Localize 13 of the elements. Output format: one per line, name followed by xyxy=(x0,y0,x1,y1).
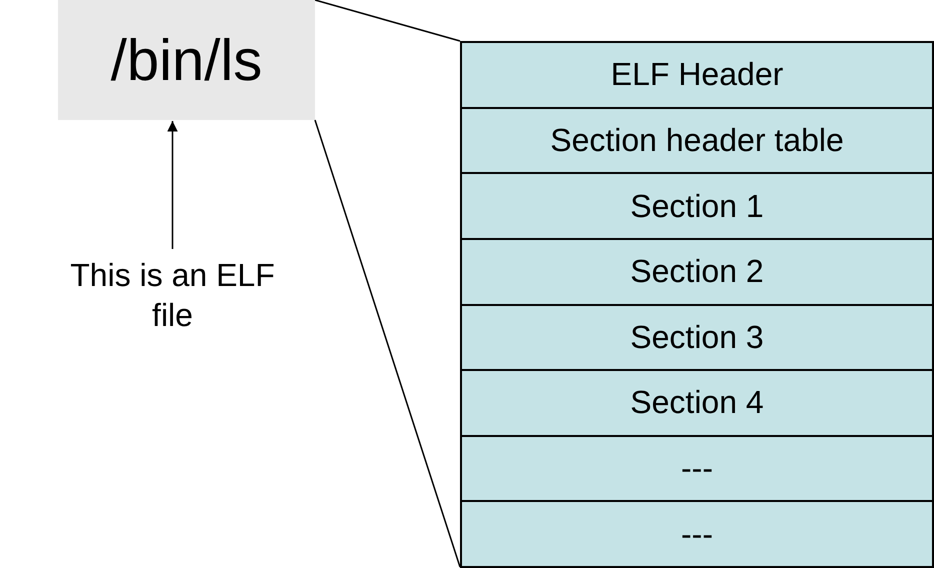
table-row: ELF Header xyxy=(461,42,933,108)
arrow xyxy=(167,121,178,249)
table-row: Section header table xyxy=(461,108,933,174)
table-row: Section 3 xyxy=(461,304,933,370)
table-row: --- xyxy=(461,436,933,502)
annotation-text: This is an ELF file xyxy=(60,255,285,335)
elf-layout-table xyxy=(460,41,934,568)
table-row: Section 2 xyxy=(461,238,933,304)
file-path-box: /bin/ls xyxy=(58,0,315,120)
table-row: --- xyxy=(461,501,933,567)
zoom-line xyxy=(314,0,460,42)
table-row: Section 4 xyxy=(461,370,933,436)
table-row: Section 1 xyxy=(461,173,933,239)
